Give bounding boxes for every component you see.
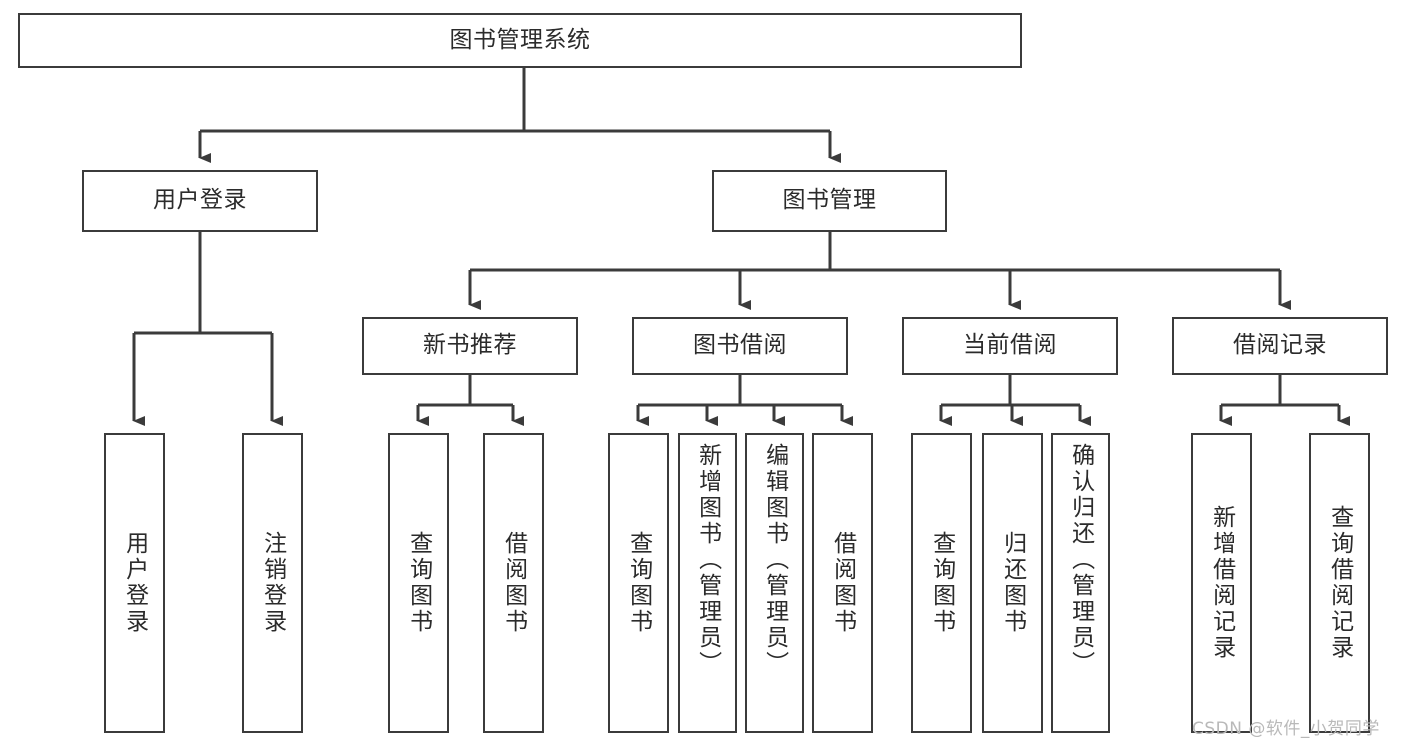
node-leaf-query-book-2-label: 查询图书 [625,531,652,635]
node-leaf-query-book-3-label: 查询图书 [928,531,955,635]
node-book-manage-label: 图书管理 [782,187,877,214]
node-leaf-query-book-3[interactable]: 查询图书 [911,433,972,733]
node-leaf-query-book-1[interactable]: 查询图书 [388,433,449,733]
node-leaf-logout-login-label: 注销登录 [259,531,286,635]
node-current-borrow-label: 当前借阅 [963,332,1057,359]
node-leaf-user-login[interactable]: 用户登录 [104,433,165,733]
node-new-book-recommend[interactable]: 新书推荐 [362,317,578,375]
node-root-system[interactable]: 图书管理系统 [18,13,1022,68]
node-user-login-label: 用户登录 [153,187,247,214]
node-new-book-recommend-label: 新书推荐 [423,332,517,359]
node-book-borrow[interactable]: 图书借阅 [632,317,848,375]
node-leaf-borrow-book-1[interactable]: 借阅图书 [483,433,544,733]
node-leaf-query-book-1-label: 查询图书 [405,531,432,635]
node-book-borrow-label: 图书借阅 [693,332,787,359]
node-leaf-user-login-label: 用户登录 [121,531,148,635]
node-leaf-confirm-return[interactable]: 确认归还（管理员） [1051,433,1110,733]
node-leaf-logout-login[interactable]: 注销登录 [242,433,303,733]
node-user-login[interactable]: 用户登录 [82,170,318,232]
node-leaf-add-book-admin[interactable]: 新增图书（管理员） [678,433,737,733]
node-leaf-borrow-book-2-label: 借阅图书 [829,531,856,635]
node-borrow-record-label: 借阅记录 [1233,332,1327,359]
node-leaf-query-borrow-record-label: 查询借阅记录 [1326,505,1353,661]
node-root-system-label: 图书管理系统 [449,26,591,53]
node-leaf-edit-book-admin-label: 编辑图书（管理员） [761,443,788,677]
node-leaf-edit-book-admin[interactable]: 编辑图书（管理员） [745,433,804,733]
csdn-watermark: CSDN @软件_小贺同学 [1192,719,1380,739]
node-leaf-confirm-return-label: 确认归还（管理员） [1067,443,1094,677]
node-leaf-query-book-2[interactable]: 查询图书 [608,433,669,733]
node-leaf-query-borrow-record[interactable]: 查询借阅记录 [1309,433,1370,733]
node-leaf-borrow-book-2[interactable]: 借阅图书 [812,433,873,733]
node-leaf-return-book-label: 归还图书 [999,531,1026,635]
node-leaf-add-book-admin-label: 新增图书（管理员） [694,443,721,677]
node-leaf-borrow-book-1-label: 借阅图书 [500,531,527,635]
node-leaf-return-book[interactable]: 归还图书 [982,433,1043,733]
node-book-manage[interactable]: 图书管理 [712,170,947,232]
node-borrow-record[interactable]: 借阅记录 [1172,317,1388,375]
node-current-borrow[interactable]: 当前借阅 [902,317,1118,375]
node-leaf-add-borrow-record-label: 新增借阅记录 [1208,505,1235,661]
node-leaf-add-borrow-record[interactable]: 新增借阅记录 [1191,433,1252,733]
